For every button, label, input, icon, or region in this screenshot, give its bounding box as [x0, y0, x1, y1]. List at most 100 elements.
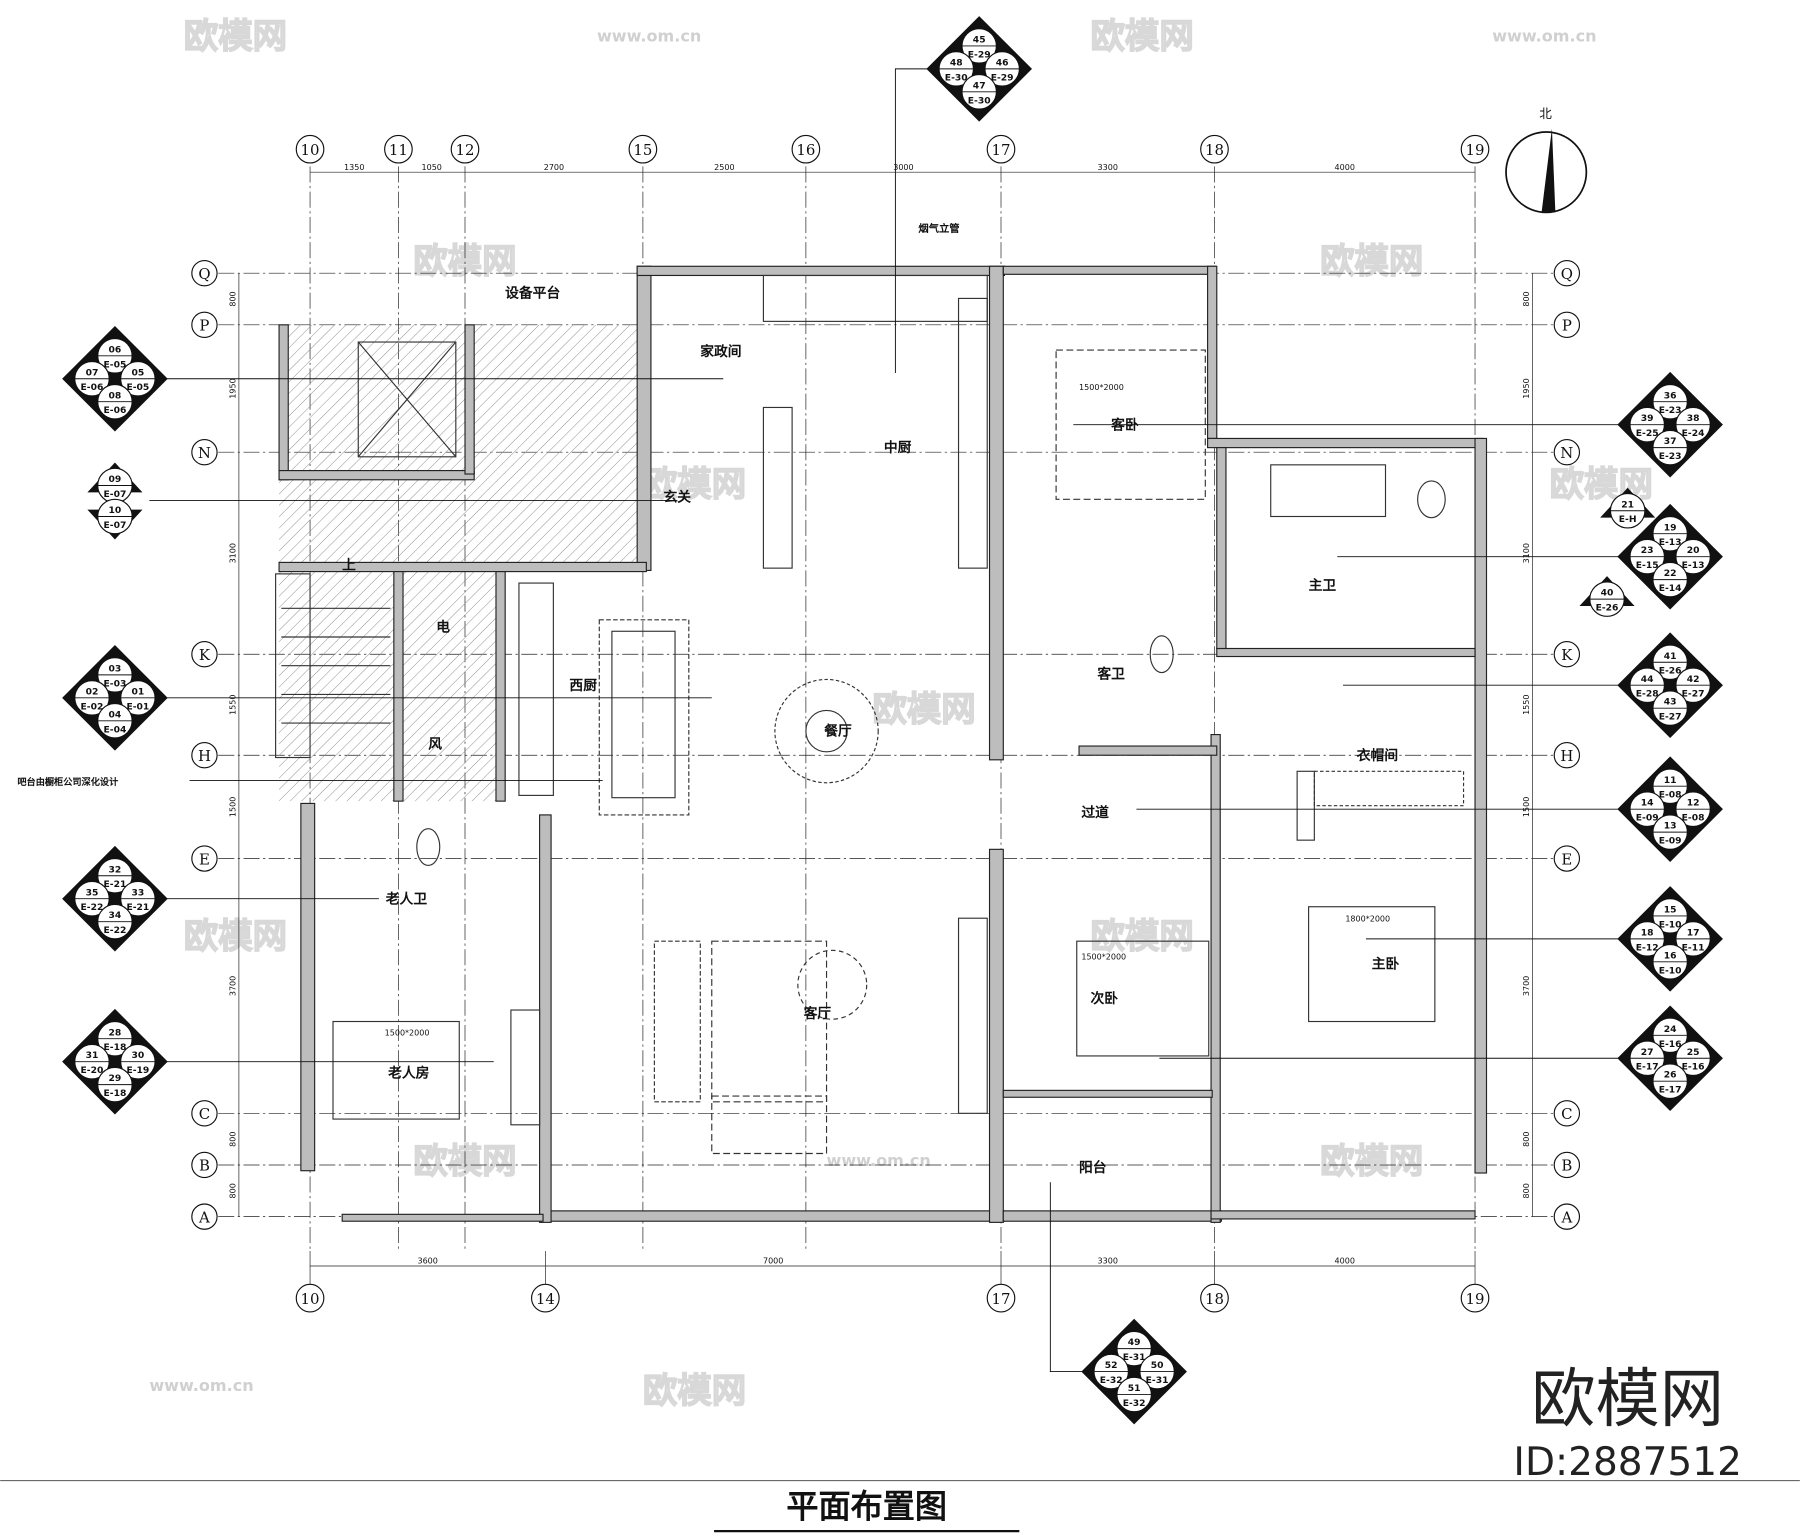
- master-toilet: [1417, 480, 1446, 519]
- grid-bubble-row: [1553, 439, 1581, 466]
- room-electric: 电: [436, 618, 450, 635]
- room-corridor: 过道: [1081, 804, 1109, 821]
- index-sheet: E-19: [126, 1065, 149, 1076]
- index-number: 41: [1664, 651, 1677, 662]
- index-number: 52: [1105, 1360, 1118, 1371]
- index-number: 13: [1664, 821, 1677, 832]
- index-number: 39: [1641, 413, 1654, 424]
- index-number: 33: [132, 887, 145, 898]
- index-number: 24: [1664, 1024, 1677, 1035]
- grid-label-column: 15: [633, 141, 652, 159]
- west-kitchen-cabinet: [518, 582, 554, 796]
- index-sheet: E-07: [104, 489, 127, 500]
- grid-label-row: B: [199, 1157, 210, 1175]
- watermark-brand: 欧模网: [872, 690, 975, 730]
- watermark-brand: 欧模网: [643, 1372, 746, 1412]
- grid-label-row: N: [198, 444, 211, 462]
- grid-label-column-bottom: 19: [1466, 1290, 1485, 1308]
- index-number: 05: [132, 367, 145, 378]
- index-number: 20: [1687, 545, 1700, 556]
- elder-bed: [332, 1020, 460, 1120]
- watermark-brand: 欧模网: [1320, 242, 1423, 282]
- index-sheet: E-30: [945, 72, 968, 83]
- grid-bubble-column: [1460, 134, 1490, 164]
- dimension-top: 3000: [893, 163, 913, 172]
- grid-label-column: 16: [796, 141, 815, 159]
- index-number: 21: [1621, 499, 1634, 510]
- kitchen-island: [598, 619, 690, 816]
- elder-desk: [510, 1009, 541, 1126]
- grid-bubble-row: [191, 311, 218, 339]
- coffee-table: [797, 949, 868, 1020]
- grid-label-column-bottom: 18: [1205, 1290, 1224, 1308]
- index-sheet: E-13: [1682, 560, 1705, 571]
- grid-bubble-row: [191, 1203, 218, 1230]
- grid-bubble-row: [191, 259, 218, 287]
- elder-toilet: [416, 828, 441, 866]
- index-number: 35: [86, 887, 99, 898]
- grid-bubble-row: [191, 1100, 218, 1127]
- index-number: 11: [1664, 775, 1677, 786]
- kitchen-counter-top: [762, 274, 988, 322]
- dimension-side: 1500: [228, 797, 237, 817]
- index-number: 34: [109, 910, 122, 921]
- index-sheet: E-08: [1659, 790, 1682, 801]
- room-elder-bath: 老人卫: [386, 890, 428, 907]
- electric-room-hatch: [401, 571, 500, 687]
- flue-note: 烟气立管: [918, 222, 959, 235]
- watermark-site: www.om.cn: [827, 1151, 931, 1170]
- watermark-id: ID:2887512: [1513, 1440, 1741, 1485]
- dining-table: [774, 678, 879, 784]
- grid-bubble-row: [1553, 259, 1581, 287]
- bar-note: 吧台由橱柜公司深化设计: [17, 776, 118, 788]
- index-number: 03: [109, 663, 122, 674]
- watermark-logo-text: 欧模网: [1531, 1362, 1724, 1437]
- index-sheet: E-17: [1659, 1085, 1682, 1096]
- index-number: 22: [1664, 568, 1677, 579]
- index-number: 16: [1664, 950, 1677, 961]
- index-sheet: E-26: [1659, 666, 1682, 677]
- grid-label-row: P: [199, 317, 209, 335]
- stair-up-label: 上: [342, 557, 356, 573]
- dimension-side: 1950: [1522, 378, 1531, 398]
- index-number: 32: [109, 864, 122, 875]
- index-sheet: E-16: [1682, 1062, 1705, 1073]
- index-number: 31: [86, 1050, 99, 1061]
- index-number: 48: [950, 57, 963, 68]
- dimension-top: 2700: [544, 163, 564, 172]
- index-number: 15: [1664, 904, 1677, 915]
- index-number: 17: [1687, 927, 1700, 938]
- dimension-side: 800: [228, 291, 237, 306]
- dimension-side: 1500: [1522, 797, 1531, 817]
- grid-bubble-column: [1200, 134, 1229, 164]
- index-number: 19: [1664, 522, 1677, 533]
- grid-bubble-row: [1553, 1100, 1581, 1127]
- room-master-bath: 主卫: [1309, 577, 1337, 594]
- grid-label-column-bottom: 17: [992, 1290, 1011, 1308]
- master-bed: [1308, 906, 1436, 1023]
- grid-label-column-bottom: 14: [536, 1290, 555, 1308]
- index-symbols: 45E-2948E-3046E-2947E-3006E-0507E-0605E-…: [62, 16, 1723, 1425]
- dimension-bottom: 7000: [763, 1257, 783, 1266]
- dimension-side: 800: [228, 1131, 237, 1146]
- grid-label-row: A: [198, 1208, 210, 1226]
- watermark-site: www.om.cn: [597, 26, 701, 45]
- dimension-side: 800: [1522, 1183, 1531, 1198]
- room-second-bedroom: 次卧: [1091, 990, 1119, 1007]
- dimension-top: 4000: [1335, 163, 1355, 172]
- room-elder-bedroom: 老人房: [388, 1065, 429, 1082]
- index-symbol-left-2-upper: 09E-07: [87, 462, 143, 504]
- index-number: 38: [1687, 413, 1700, 424]
- index-sheet: E-22: [104, 925, 127, 936]
- room-western-kitchen: 西厨: [569, 678, 597, 694]
- grid-label-column: 17: [992, 141, 1011, 159]
- grid-bubble-row: [191, 742, 218, 769]
- dimension-side: 3100: [228, 543, 237, 563]
- furniture: [275, 274, 1465, 1155]
- index-symbol-right-small: 21E-H: [1600, 487, 1656, 529]
- index-number: 45: [973, 34, 986, 45]
- grid-label-row: H: [198, 747, 211, 765]
